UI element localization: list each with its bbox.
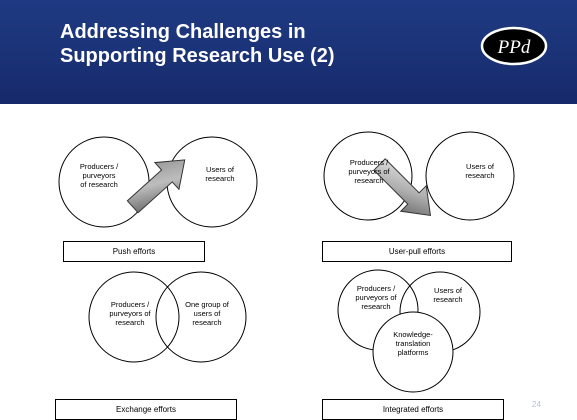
exchange-users-circle [155, 271, 247, 363]
exchange-producers-circle [88, 271, 180, 363]
integrated-users-label: Users of research [420, 286, 476, 304]
exchange-producers-label: Producers / purveyors of research [92, 300, 168, 327]
push-arrow [126, 159, 186, 214]
pull-arrow [373, 158, 432, 217]
integrated-users-line-2: research [433, 295, 463, 304]
slide-title: Addressing Challenges in Supporting Rese… [60, 20, 440, 68]
pull-efforts-label: User-pull efforts [388, 247, 446, 256]
pull-efforts-box: User-pull efforts [322, 241, 512, 262]
pull-users-line-2: research [465, 171, 495, 180]
integrated-producers-line-3: research [361, 302, 391, 311]
exchange-users-line-1: One group of [185, 300, 229, 309]
push-producers-line-1: Producers / [79, 162, 119, 171]
exchange-efforts-box: Exchange efforts [55, 399, 237, 420]
exchange-users-line-2: users of [193, 309, 221, 318]
integrated-efforts-box: Integrated efforts [322, 399, 504, 420]
exchange-efforts-label: Exchange efforts [116, 405, 176, 414]
push-efforts-label: Push efforts [112, 247, 156, 256]
push-efforts-box: Push efforts [63, 241, 205, 262]
exchange-producers-line-1: Producers / [110, 300, 150, 309]
integrated-platforms-line-2: translation [395, 339, 431, 348]
integrated-platforms-circle [372, 311, 454, 393]
integrated-platforms-line-3: platforms [397, 348, 429, 357]
pull-producers-line-3: research [354, 176, 384, 185]
exchange-users-label: One group of users of research [172, 300, 242, 327]
title-line-2: Supporting Research Use (2) [60, 45, 335, 67]
ppd-logo: PPd [480, 26, 548, 66]
pull-producers-line-1: Producers / [349, 158, 389, 167]
integrated-producers-label: Producers / purveyors of research [338, 284, 414, 311]
pull-users-circle [425, 131, 515, 221]
pull-producers-label: Producers / purveyors of research [334, 158, 404, 185]
pull-users-label: Users of research [450, 162, 510, 180]
integrated-producers-line-2: purveyors of [355, 293, 397, 302]
integrated-platforms-line-1: Knowledge- [393, 330, 433, 339]
push-users-line-1: Users of [206, 165, 234, 174]
integrated-platforms-label: Knowledge- translation platforms [380, 330, 446, 357]
slide-number: 24 [532, 400, 541, 409]
integrated-users-line-1: Users of [434, 286, 462, 295]
slide-header [0, 0, 577, 104]
push-producers-line-3: of research [80, 180, 118, 189]
logo-text: PPd [497, 37, 531, 58]
exchange-producers-line-2: purveyors of [109, 309, 151, 318]
exchange-users-line-3: research [192, 318, 222, 327]
integrated-producers-line-1: Producers / [356, 284, 396, 293]
push-users-line-2: research [205, 174, 235, 183]
integrated-efforts-label: Integrated efforts [382, 405, 444, 414]
pull-producers-circle [323, 131, 413, 221]
pull-users-line-1: Users of [466, 162, 494, 171]
push-users-label: Users of research [190, 165, 250, 183]
push-producers-label: Producers / purveyors of research [64, 162, 134, 189]
pull-producers-line-2: purveyors of [348, 167, 390, 176]
exchange-producers-line-3: research [115, 318, 145, 327]
push-producers-line-2: purveyors [82, 171, 116, 180]
title-line-1: Addressing Challenges in [60, 21, 306, 43]
